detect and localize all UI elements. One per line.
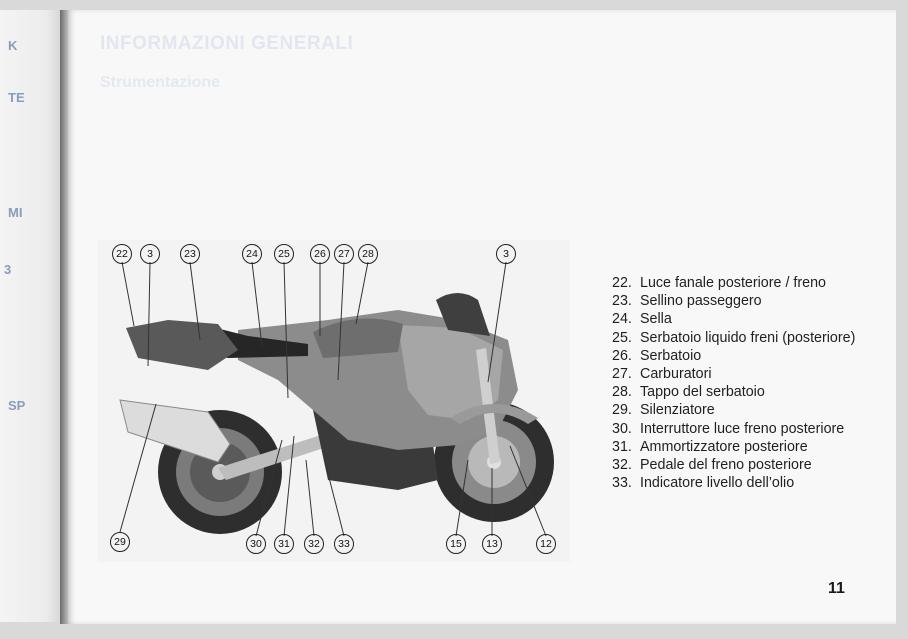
legend-text: Pedale del freno posteriore <box>640 457 812 474</box>
left-glyph-5: SP <box>8 398 26 413</box>
legend-number: 31. <box>612 438 632 455</box>
bleed-through-subheader: Strumentazione <box>100 74 221 91</box>
tail-section <box>126 320 238 370</box>
legend-item: 25. Serbatoio liquido freni (posteriore) <box>612 329 862 347</box>
callout-3-front: 3 <box>496 244 516 264</box>
legend-text: Sella <box>640 311 672 328</box>
fuel-tank <box>313 318 403 358</box>
motorcycle-illustration <box>119 261 554 537</box>
callout-27: 27 <box>334 244 354 264</box>
legend-item: 29. Silenziatore <box>612 401 862 419</box>
legend-text: Serbatoio <box>640 347 702 364</box>
legend-number: 29. <box>612 402 632 419</box>
left-page-edge: K TE MI 3 SP <box>0 10 66 622</box>
callout-25: 25 <box>274 244 294 264</box>
legend-text: Serbatoio liquido freni (posteriore) <box>640 329 856 346</box>
bleed-through-header: INFORMAZIONI GENERALI <box>100 33 354 54</box>
page-number: 11 <box>828 580 845 597</box>
legend-text: Sellino passeggero <box>640 293 762 310</box>
legend-item: 23. Sellino passeggero <box>612 292 862 310</box>
legend-item: 22. Luce fanale posteriore / freno <box>612 274 862 292</box>
legend-text: Ammortizzatore posteriore <box>640 438 808 455</box>
left-glyph-2: TE <box>8 90 25 105</box>
legend-text: Interruttore luce freno posteriore <box>640 420 845 437</box>
legend-item: 31. Ammortizzatore posteriore <box>612 438 862 456</box>
legend-number: 23. <box>612 293 632 310</box>
left-glyph-1: K <box>8 38 18 53</box>
legend-text: Luce fanale posteriore / freno <box>640 275 826 291</box>
legend-text: Tappo del serbatoio <box>640 384 765 401</box>
silencer <box>119 399 231 463</box>
legend-number: 22. <box>612 275 632 291</box>
callout-3-rear: 3 <box>140 244 160 264</box>
legend-number: 26. <box>612 347 632 364</box>
legend-item: 32. Pedale del freno posteriore <box>612 456 862 474</box>
legend-number: 32. <box>612 457 632 474</box>
parts-legend: 22. Luce fanale posteriore / freno 23. Sel… <box>612 274 862 492</box>
left-glyph-4: 3 <box>4 262 12 277</box>
callout-23: 23 <box>180 244 200 264</box>
legend-text: Carburatori <box>640 366 712 383</box>
legend-text: Indicatore livello dell’olio <box>640 475 795 492</box>
motorcycle-figure: 22 3 23 24 25 26 27 28 3 29 30 31 32 33 … <box>98 240 570 562</box>
legend-item: 27. Carburatori <box>612 365 862 383</box>
callout-24: 24 <box>242 244 262 264</box>
legend-item: 28. Tappo del serbatoio <box>612 383 862 401</box>
legend-item: 26. Serbatoio <box>612 347 862 365</box>
legend-number: 27. <box>612 366 632 383</box>
legend-item: 24. Sella <box>612 310 862 328</box>
legend-item: 33. Indicatore livello dell’olio <box>612 474 862 492</box>
legend-number: 30. <box>612 420 632 437</box>
callout-30: 30 <box>246 534 266 554</box>
callout-15: 15 <box>446 534 466 554</box>
callout-12: 12 <box>536 534 556 554</box>
callout-22: 22 <box>112 244 132 264</box>
swingarm <box>218 436 330 480</box>
legend-item: 30. Interruttore luce freno posteriore <box>612 420 862 438</box>
callout-32: 32 <box>304 534 324 554</box>
callout-31: 31 <box>274 534 294 554</box>
leader-lines <box>119 261 547 537</box>
legend-number: 25. <box>612 329 632 346</box>
legend-number: 24. <box>612 311 632 328</box>
legend-number: 28. <box>612 384 632 401</box>
left-glyph-3: MI <box>8 205 23 220</box>
callout-29: 29 <box>110 532 130 552</box>
windscreen <box>436 293 490 336</box>
legend-text: Silenziatore <box>640 402 715 419</box>
callout-13: 13 <box>482 534 502 554</box>
page-gutter <box>60 10 68 624</box>
callout-28: 28 <box>358 244 378 264</box>
callout-26: 26 <box>310 244 330 264</box>
callout-33: 33 <box>334 534 354 554</box>
legend-number: 33. <box>612 475 632 492</box>
